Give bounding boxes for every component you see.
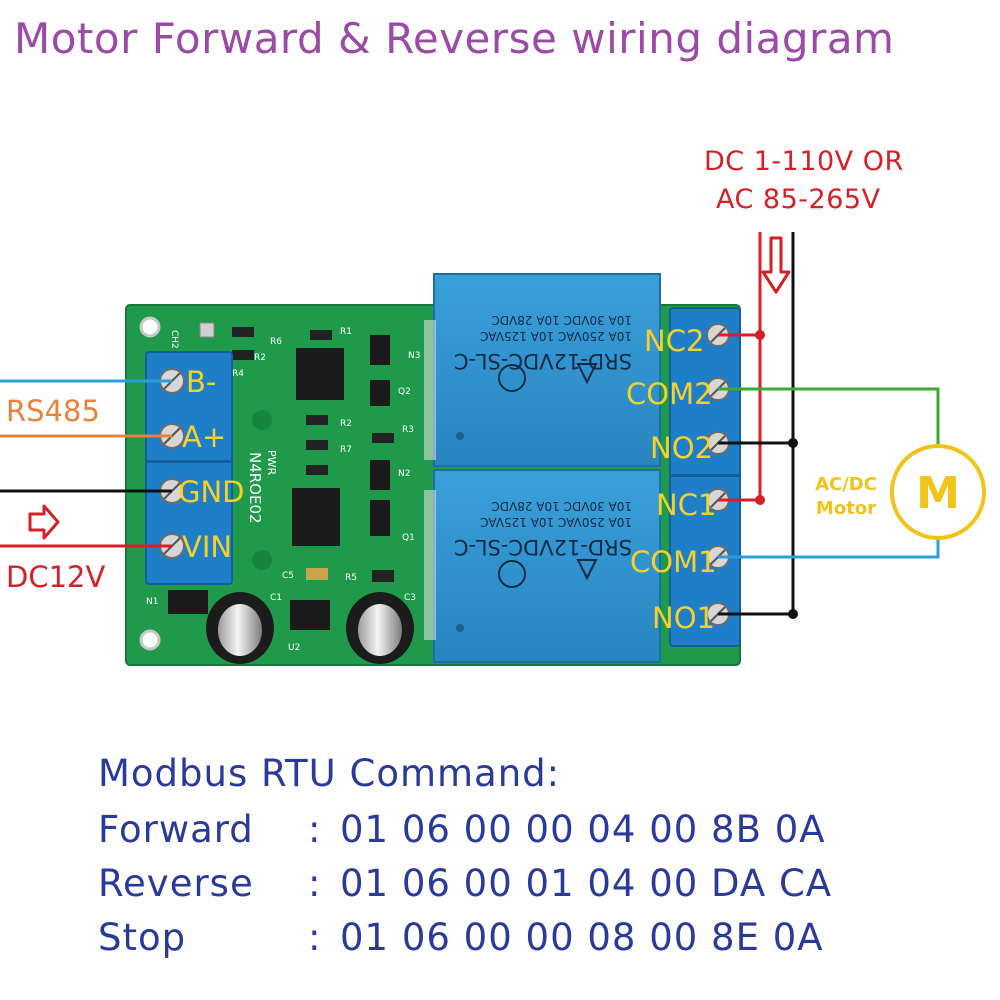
silk-r2: R2 — [254, 353, 266, 363]
silk-n1: N1 — [146, 597, 158, 607]
relay-1-rating-1: 10A 250VAC 10A 125VAC — [480, 515, 632, 529]
command-row-stop: Stop:01 06 00 00 08 00 8E 0A — [98, 916, 824, 959]
right-arrow-icon — [28, 504, 60, 540]
ic-chip-2 — [292, 488, 340, 546]
down-arrow-icon — [761, 236, 791, 294]
command-code: 01 06 00 00 08 00 8E 0A — [340, 916, 824, 959]
silk-q2: Q2 — [398, 387, 411, 397]
relay-2: SRD-12VDC-SL-C 10A 250VAC 10A 125VAC 10A… — [424, 273, 661, 467]
command-name: Stop — [98, 916, 187, 959]
terminal-label-no2: NO2 — [650, 431, 713, 465]
relay-1-rating-2: 10A 30VDC 10A 28VDC — [491, 499, 632, 513]
output-terminal-block — [669, 307, 741, 647]
silk-r1: R1 — [340, 327, 352, 337]
terminal-label-no1: NO1 — [652, 601, 715, 635]
silk-r3: R3 — [402, 425, 414, 435]
motor-symbol-icon: M — [890, 444, 986, 540]
capacitor-1 — [206, 592, 274, 664]
command-code: 01 06 00 00 04 00 8B 0A — [340, 808, 826, 851]
silk-model: N4ROE02 — [246, 452, 264, 524]
ul-mark-icon — [498, 364, 526, 392]
warning-triangle-icon — [576, 363, 598, 385]
silk-n2: N2 — [398, 469, 410, 479]
rs485-label: RS485 — [6, 394, 100, 428]
motor-label-line1: AC/DC — [815, 474, 877, 495]
dc12v-label: DC12V — [6, 560, 106, 594]
command-code: 01 06 00 01 04 00 DA CA — [340, 862, 833, 905]
motor-symbol-text: M — [916, 468, 960, 519]
relay-1: SRD-12VDC-SL-C 10A 250VAC 10A 125VAC 10A… — [424, 469, 661, 663]
capacitor-2 — [346, 592, 414, 664]
terminal-label-gnd: GND — [178, 475, 245, 509]
motor-label-line2: Motor — [816, 498, 876, 519]
relay-2-model: SRD-12VDC-SL-C — [454, 349, 632, 373]
silk-r4: R4 — [232, 369, 244, 379]
terminal-label-com1: COM1 — [630, 545, 717, 579]
command-colon: : — [308, 808, 322, 851]
relay-2-rating-2: 10A 30VDC 10A 28VDC — [491, 313, 632, 327]
command-name: Reverse — [98, 862, 254, 905]
pcb-components — [168, 322, 394, 630]
silk-n3: N3 — [408, 351, 420, 361]
command-colon: : — [308, 916, 322, 959]
terminal-label-com2: COM2 — [626, 377, 713, 411]
modbus-heading: Modbus RTU Command: — [98, 752, 561, 795]
input-terminal-block — [145, 351, 233, 585]
silk-pwr: PWR — [265, 450, 278, 476]
silk-c1: C1 — [270, 593, 282, 603]
command-row-reverse: Reverse:01 06 00 01 04 00 DA CA — [98, 862, 832, 905]
command-name: Forward — [98, 808, 254, 851]
wire-com1-to-motor — [718, 539, 940, 559]
silk-r7: R7 — [340, 445, 352, 455]
supply-voltage-line2: AC 85-265V — [716, 184, 881, 215]
silk-c3: C3 — [404, 593, 416, 603]
silk-ch2: CH2 — [169, 330, 179, 349]
silk-r6: R6 — [270, 337, 282, 347]
ul-mark-icon-2 — [498, 560, 526, 588]
wire-com2-to-motor — [718, 387, 940, 445]
terminal-label-a-plus: A+ — [182, 420, 226, 454]
warning-triangle-icon-2 — [576, 559, 598, 581]
ic-chip — [296, 348, 344, 400]
silk-q1: Q1 — [402, 533, 415, 543]
relay-1-model: SRD-12VDC-SL-C — [454, 535, 632, 559]
silk-r5: R5 — [345, 573, 357, 583]
terminal-label-b-minus: B- — [186, 365, 216, 399]
silk-c5: C5 — [282, 571, 294, 581]
silk-u2: U2 — [288, 643, 300, 653]
terminal-label-nc1: NC1 — [656, 488, 716, 522]
page-title: Motor Forward & Reverse wiring diagram — [14, 14, 895, 63]
command-colon: : — [308, 862, 322, 905]
silk-r2b: R2 — [340, 419, 352, 429]
supply-wiring — [718, 232, 798, 619]
terminal-label-vin: VIN — [182, 530, 232, 564]
supply-voltage-line1: DC 1-110V OR — [704, 146, 904, 177]
command-row-forward: Forward:01 06 00 00 04 00 8B 0A — [98, 808, 826, 851]
relay-2-rating-1: 10A 250VAC 10A 125VAC — [480, 329, 632, 343]
terminal-label-nc2: NC2 — [644, 324, 704, 358]
